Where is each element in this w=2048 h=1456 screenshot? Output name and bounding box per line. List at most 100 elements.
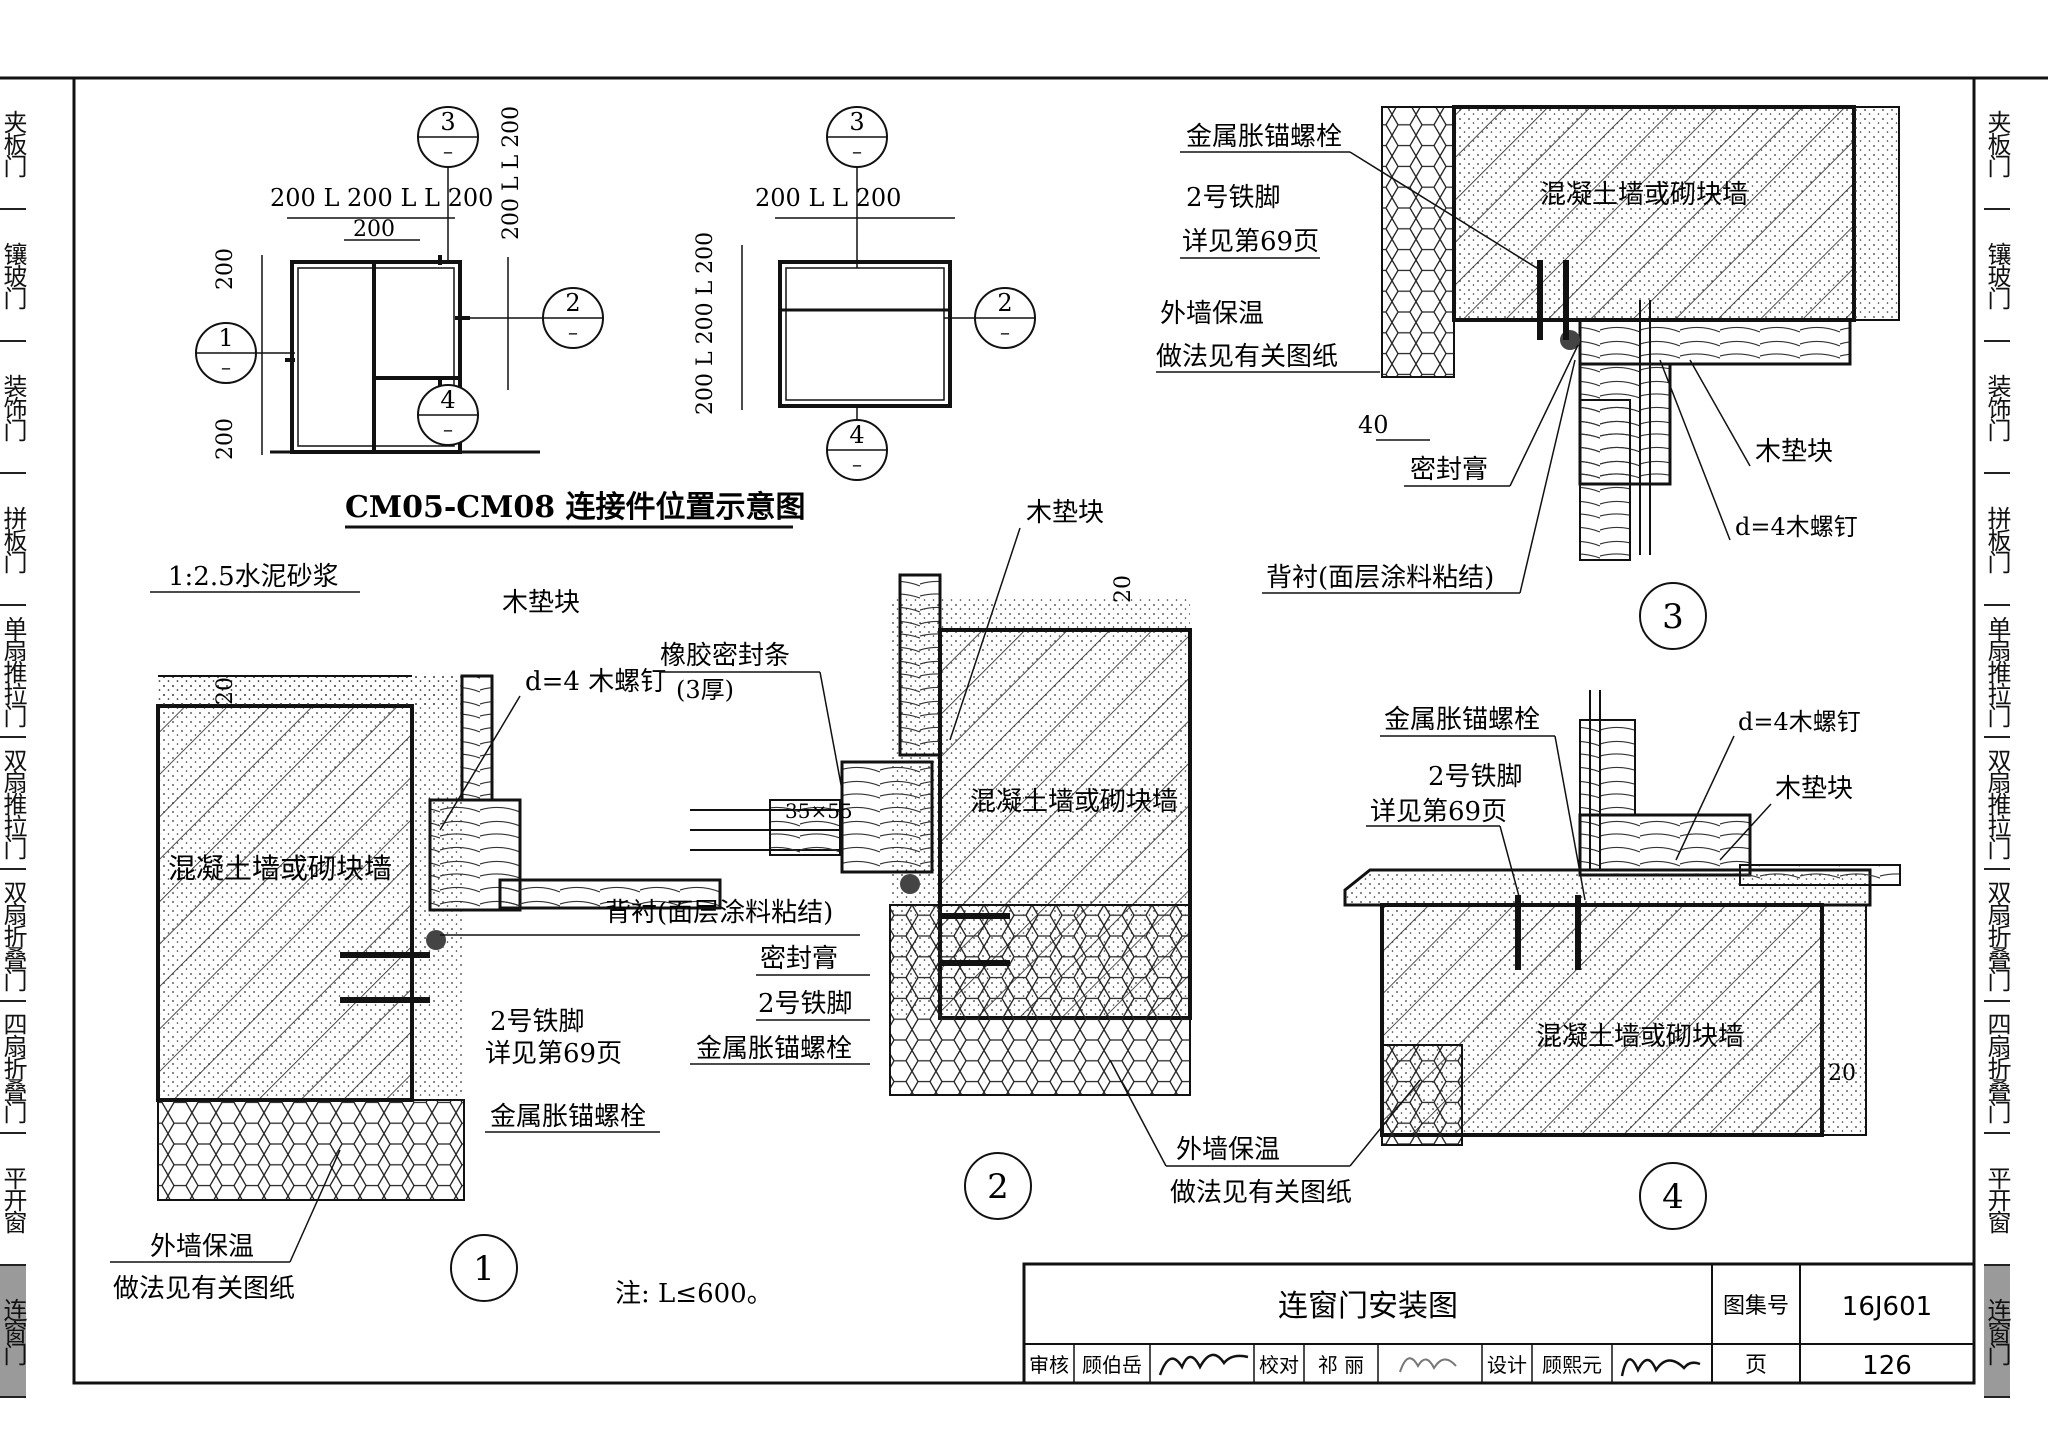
d1-screw-label: d=4 木螺钉	[525, 667, 666, 697]
svg-text:–: –	[221, 355, 231, 379]
detail-4: 混凝土墙或砌块墙 金属胀锚螺栓 2号铁脚 详见第69页 d=4木螺钉 木垫块 2…	[1109, 690, 1901, 1230]
reviewer-signature	[1158, 1353, 1249, 1376]
d3-insulation-label: 外墙保温	[1160, 299, 1264, 329]
d3-insulation-note: 做法见有关图纸	[1156, 342, 1338, 372]
right-tab-3[interactable]: 拼板门	[1983, 474, 2011, 606]
title-block: 连窗门安装图 图集号 16J601 审核 顾伯岳 校对 祁 丽 设计 顾熙元 页…	[1022, 1262, 1976, 1385]
d2-sealant-label: 密封膏	[760, 944, 838, 974]
svg-text:–: –	[1000, 320, 1010, 344]
svg-text:–: –	[852, 452, 862, 476]
dim-side-left: 200 L 200 L 200	[693, 232, 718, 415]
d2-section-label: 35×55	[785, 799, 853, 823]
left-tab-3[interactable]: 拼板门	[0, 474, 27, 606]
d1-wood-block-label: 木垫块	[502, 588, 580, 618]
svg-text:2: 2	[997, 289, 1012, 317]
d3-screw-label: d=4木螺钉	[1735, 513, 1858, 541]
checker-signature	[1399, 1357, 1457, 1373]
designer-name: 顾熙元	[1542, 1353, 1602, 1377]
detail-2-number: 2	[987, 1167, 1009, 1207]
svg-text:3: 3	[849, 108, 864, 136]
d3-wall-label: 混凝土墙或砌块墙	[1540, 180, 1748, 210]
d1-anchor-label: 金属胀锚螺栓	[490, 1102, 646, 1132]
detail-2: 混凝土墙或砌块墙 木垫块 橡胶密封条 (3厚) 35×55 20 密封膏 2号铁…	[660, 498, 1192, 1220]
callout-2-label: 2	[565, 289, 580, 317]
d3-dim40: 40	[1358, 411, 1389, 439]
overview-elevation-left: 200 L 200 L L 200 200 200 L L 200 200 20…	[195, 106, 806, 529]
dim-top-left: 200 L 200 L L 200	[270, 184, 493, 212]
svg-text:20: 20	[1111, 575, 1136, 603]
d1-insulation-label: 外墙保温	[150, 1232, 254, 1262]
left-tab-1[interactable]: 镶玻门	[0, 210, 27, 342]
d3-sealant-label: 密封膏	[1410, 455, 1488, 485]
callout-3-label: 3	[440, 108, 455, 136]
left-tab-0[interactable]: 夹板门	[0, 78, 27, 210]
d4-anchor-label: 金属胀锚螺栓	[1384, 705, 1540, 735]
dim-top-right: 200 L L 200	[755, 184, 901, 212]
d4-insulation-label: 外墙保温	[1176, 1135, 1280, 1165]
d4-insulation-note: 做法见有关图纸	[1170, 1178, 1352, 1208]
left-tab-strip: 夹板门镶玻门装饰门拼板门单扇推拉门双扇推拉门双扇折叠门四扇折叠门平开窗连窗门	[0, 78, 64, 1398]
right-tab-7[interactable]: 四扇折叠门	[1983, 1002, 2011, 1134]
d2-rubber-seal-label: 橡胶密封条	[660, 641, 790, 671]
page-label: 页	[1745, 1353, 1767, 1378]
d2-iron-foot-label: 2号铁脚	[758, 989, 853, 1019]
svg-text:20: 20	[213, 677, 238, 705]
page-number: 126	[1862, 1351, 1912, 1381]
svg-text:–: –	[443, 139, 453, 163]
right-tab-6[interactable]: 双扇折叠门	[1983, 870, 2011, 1002]
d4-dim20: 20	[1828, 1061, 1856, 1086]
right-tab-8[interactable]: 平开窗	[1983, 1134, 2011, 1266]
detail-1: 混凝土墙或砌块墙 1:2.5水泥砂浆 木垫块 d=4 木螺钉 20 背衬(面层涂…	[110, 562, 860, 1304]
designer-signature	[1620, 1358, 1701, 1377]
svg-text:审核: 审核	[1029, 1353, 1069, 1377]
d1-iron-foot-label: 2号铁脚	[490, 1007, 585, 1037]
d4-iron-foot-label: 2号铁脚	[1428, 762, 1523, 792]
d1-wall-label: 混凝土墙或砌块墙	[168, 852, 392, 885]
right-tab-4[interactable]: 单扇推拉门	[1983, 606, 2011, 738]
detail-2-badge	[964, 1152, 1032, 1220]
dim-side-left-top: 200	[213, 248, 238, 290]
detail-3-badge	[1639, 582, 1707, 650]
svg-text:–: –	[568, 320, 578, 344]
detail-3-number: 3	[1662, 597, 1684, 637]
svg-text:校对: 校对	[1259, 1353, 1299, 1377]
right-tab-0[interactable]: 夹板门	[1983, 78, 2011, 210]
title-block-title: 连窗门安装图	[1278, 1289, 1458, 1324]
detail-1-badge	[450, 1234, 518, 1302]
left-tab-7[interactable]: 四扇折叠门	[0, 1002, 27, 1134]
svg-text:–: –	[852, 139, 862, 163]
svg-text:设计: 设计	[1487, 1353, 1527, 1377]
right-tab-2[interactable]: 装饰门	[1983, 342, 2011, 474]
overview-elevation-right: 200 L L 200 200 L 200 L 200 3 – 2 – 4 –	[693, 106, 1036, 481]
d3-see-page-label: 详见第69页	[1182, 227, 1319, 257]
d2-wood-block-label: 木垫块	[1026, 498, 1104, 528]
d3-anchor-label: 金属胀锚螺栓	[1186, 122, 1342, 152]
right-tab-9[interactable]: 连窗门	[1983, 1266, 2011, 1398]
overview-title: CM05-CM08 连接件位置示意图	[345, 490, 806, 525]
left-tab-8[interactable]: 平开窗	[0, 1134, 27, 1266]
right-tab-5[interactable]: 双扇推拉门	[1983, 738, 2011, 870]
detail-3: 混凝土墙或砌块墙 金属胀锚螺栓 2号铁脚 详见第69页 外墙保温 做法见有关图纸…	[1156, 105, 1900, 650]
right-tab-1[interactable]: 镶玻门	[1983, 210, 2011, 342]
detail-4-badge	[1639, 1162, 1707, 1230]
checker-name: 祁 丽	[1318, 1353, 1364, 1377]
left-tab-9[interactable]: 连窗门	[0, 1266, 27, 1398]
left-tab-4[interactable]: 单扇推拉门	[0, 606, 27, 738]
svg-text:4: 4	[849, 421, 864, 449]
callout-1-label: 1	[218, 324, 233, 352]
dim-middle: 200	[353, 217, 395, 242]
d2-wall-label: 混凝土墙或砌块墙	[970, 787, 1178, 817]
d3-wood-block-label: 木垫块	[1755, 437, 1833, 467]
d1-backing-label: 背衬(面层涂料粘结)	[605, 898, 833, 928]
left-tab-2[interactable]: 装饰门	[0, 342, 27, 474]
detail-1-number: 1	[473, 1249, 495, 1289]
left-tab-5[interactable]: 双扇推拉门	[0, 738, 27, 870]
left-tab-6[interactable]: 双扇折叠门	[0, 870, 27, 1002]
d4-see-page-label: 详见第69页	[1370, 797, 1507, 827]
d2-rubber-thick-label: (3厚)	[676, 676, 734, 704]
dim-side-left-bottom: 200	[213, 418, 238, 460]
callout-4-label: 4	[440, 386, 455, 414]
d2-anchor-label: 金属胀锚螺栓	[696, 1034, 852, 1064]
note-text: 注: L≤600。	[615, 1279, 773, 1309]
